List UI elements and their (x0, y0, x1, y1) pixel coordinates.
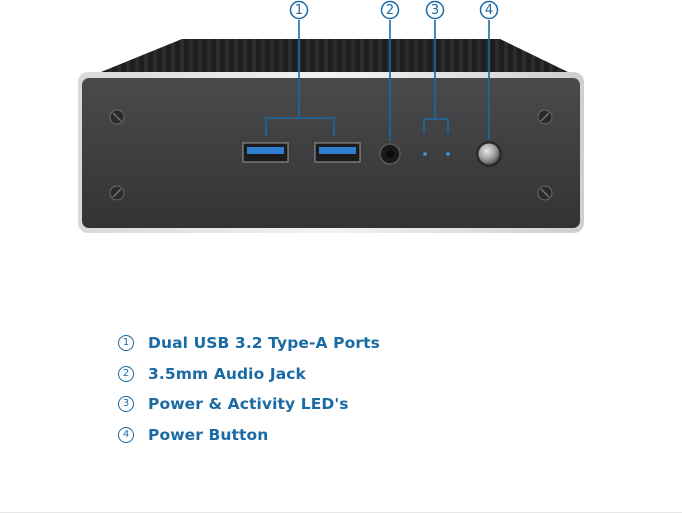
legend-number: 3 (118, 396, 134, 413)
callout-marker-2: 2 (380, 0, 400, 20)
svg-text:3: 3 (431, 3, 439, 18)
callout-marker-3: 3 (425, 0, 445, 20)
callout-marker-1: 1 (289, 0, 309, 20)
legend-label: Power Button (148, 425, 269, 444)
screw-icon (109, 185, 125, 201)
device-front-diagram: 1 2 3 4 (78, 0, 584, 233)
callout-marker-4: 4 (479, 0, 499, 20)
legend-item: 2 3.5mm Audio Jack (118, 359, 380, 390)
legend-label: Power & Activity LED's (148, 395, 349, 414)
port-legend: 1 Dual USB 3.2 Type-A Ports 2 3.5mm Audi… (118, 328, 380, 450)
legend-number: 4 (118, 426, 134, 443)
svg-text:1: 1 (295, 3, 303, 18)
legend-number: 1 (118, 335, 134, 352)
screw-icon (537, 109, 553, 125)
audio-jack-icon (379, 143, 401, 165)
legend-label: 3.5mm Audio Jack (148, 364, 306, 383)
legend-item: 1 Dual USB 3.2 Type-A Ports (118, 328, 380, 359)
legend-label: Dual USB 3.2 Type-A Ports (148, 334, 380, 353)
legend-item: 3 Power & Activity LED's (118, 389, 380, 420)
screw-icon (537, 185, 553, 201)
usb-port-icon (314, 142, 361, 163)
callout-leader-lines (265, 20, 490, 141)
legend-item: 4 Power Button (118, 420, 380, 451)
bottom-divider (0, 512, 682, 513)
svg-text:4: 4 (485, 3, 493, 18)
svg-text:2: 2 (386, 3, 394, 18)
heatsink-fins (96, 39, 572, 74)
activity-led (446, 152, 450, 156)
screw-icon (109, 109, 125, 125)
legend-number: 2 (118, 365, 134, 382)
power-led (423, 152, 427, 156)
power-button-icon (476, 141, 502, 167)
usb-port-icon (242, 142, 289, 163)
